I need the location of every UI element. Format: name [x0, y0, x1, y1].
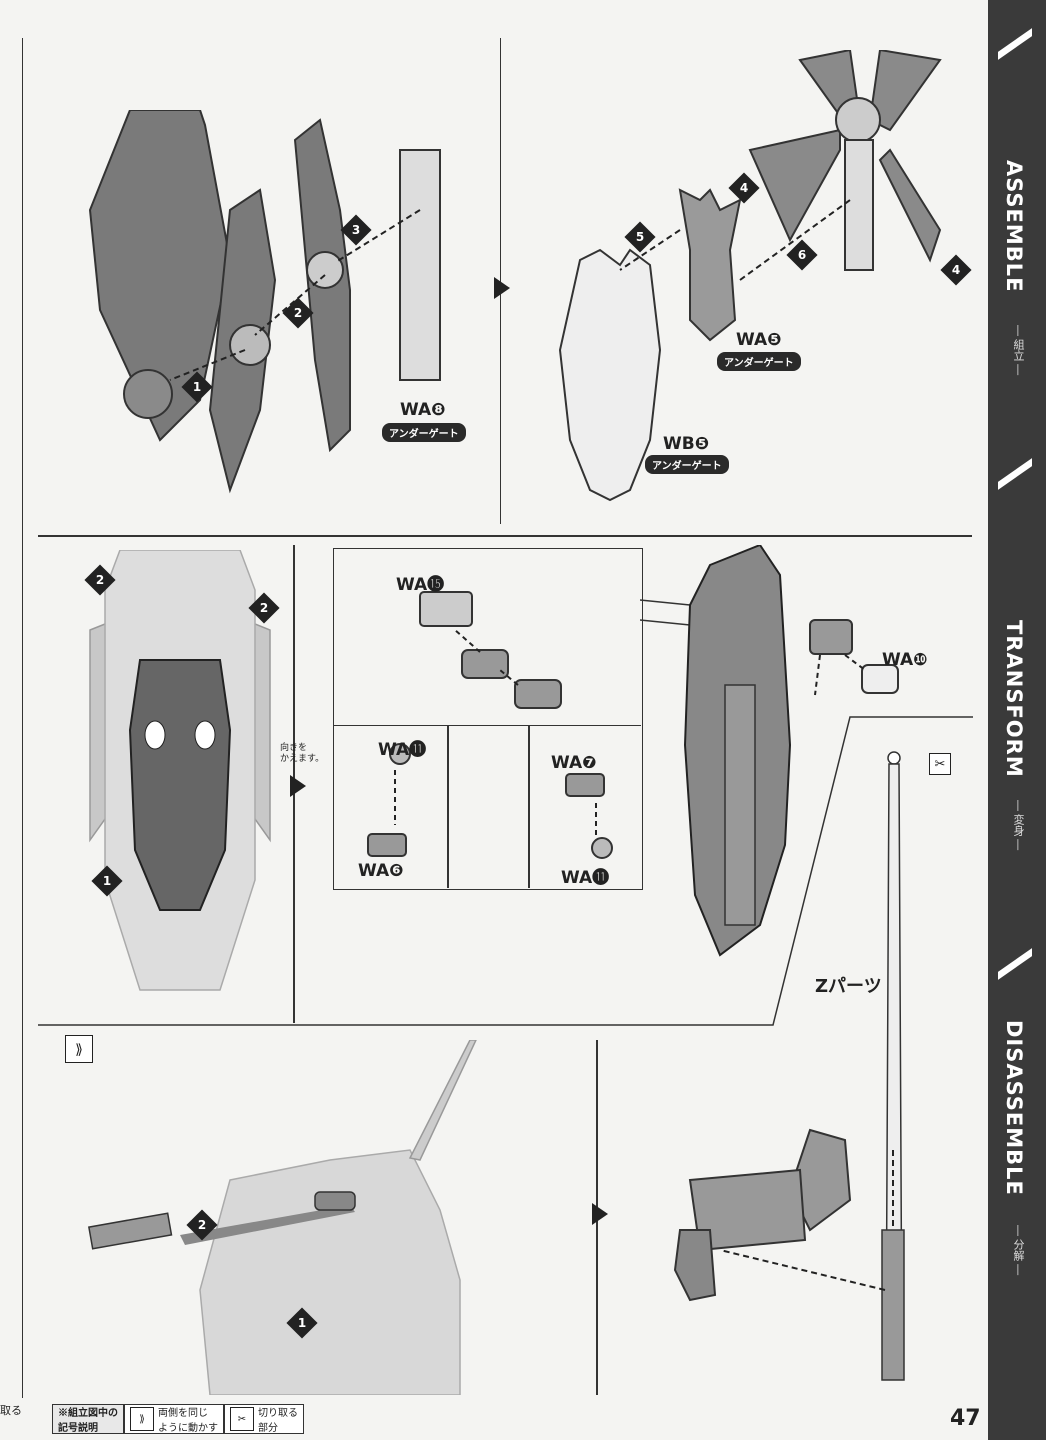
- divider-top: [38, 535, 972, 537]
- frame-bar: [399, 149, 441, 381]
- panel-c-illustration: [89, 550, 271, 991]
- panel-e-illustration: [640, 545, 899, 957]
- move-both-legend-icon: ⟫: [130, 1407, 154, 1431]
- shield-inner-rail: [724, 684, 756, 926]
- center-ring: [306, 251, 344, 289]
- panel-d-box: [333, 548, 643, 890]
- joint-part-upper: [809, 619, 853, 655]
- sidebar-assemble-sub: — 組立 —: [1012, 325, 1024, 376]
- part-label-wa5: WA❺: [736, 330, 782, 350]
- symbol-legend: ※組立図中の 記号説明 ⟫ 両側を同じ ように動かす ✂ 切り取る 部分: [52, 1404, 304, 1434]
- next-arrow-ab: [494, 277, 510, 299]
- arm-part: [688, 1128, 852, 1252]
- part-label-wa10: WA❿: [882, 650, 928, 670]
- part-label-wb5: WB❺: [663, 434, 710, 454]
- motion-arrow-2: [180, 1205, 355, 1245]
- z-parts-rod: [881, 751, 905, 1381]
- part-wa7: [565, 773, 605, 797]
- z-parts-label: Zパーツ: [815, 976, 882, 997]
- shield-part: [88, 110, 232, 442]
- panel-d-mid-divider: [447, 725, 449, 888]
- part-label-wa7: WA❼: [551, 753, 597, 773]
- panel-g-illustration: [673, 1128, 886, 1302]
- sidebar-stripe-3: [998, 948, 1032, 980]
- next-arrow-cd: [290, 775, 306, 797]
- part-wa-center: [461, 649, 509, 679]
- part-label-wa11-b: WA⓫: [561, 868, 610, 888]
- sidebar-disassemble-title: DISASSEMBLE: [1002, 1020, 1026, 1196]
- step-2-marker-c1: 2: [84, 564, 116, 596]
- step-1-marker-f: 1: [286, 1307, 318, 1339]
- sidebar-stripe-2: [998, 458, 1032, 490]
- part-wa15: [419, 591, 473, 627]
- step-3-marker: 3: [340, 214, 372, 246]
- legend-cut: ✂ 切り取る 部分: [224, 1404, 304, 1434]
- shell-part-wb5: [558, 248, 662, 502]
- left-cut-label: 取る: [0, 1405, 22, 1417]
- grip-part: [314, 1191, 356, 1211]
- move-both-icon: ⟫: [65, 1035, 93, 1063]
- part-wa-right: [514, 679, 562, 709]
- z-parts-block: [881, 1229, 905, 1381]
- part-label-wa11-a: WA⓫: [378, 740, 427, 760]
- part-wa11-bottom: [591, 837, 613, 859]
- v-fin: [408, 1040, 477, 1161]
- step-6-marker: 6: [786, 239, 818, 271]
- step-4-marker-a: 4: [728, 172, 760, 204]
- robot-ghost: [199, 1149, 461, 1395]
- step-1-marker: 1: [181, 371, 213, 403]
- sidebar-transform-sub: — 変身 —: [1012, 800, 1024, 851]
- panel-d-illustration: [367, 591, 613, 859]
- slanted-separator: [38, 716, 973, 1026]
- step-2-marker: 2: [282, 297, 314, 329]
- detached-bar: [88, 1212, 173, 1250]
- hand-part: [673, 1229, 717, 1302]
- part-wa6: [367, 833, 407, 857]
- step-5-marker: 5: [624, 221, 656, 253]
- sidebar-disassemble-sub: — 分解 —: [1012, 1225, 1024, 1276]
- z-parts-tip: [887, 751, 901, 765]
- part-label-wa8: WA❽: [400, 400, 446, 420]
- panel-d-inner: [333, 725, 641, 889]
- turn-note: 向きを かえます。: [280, 742, 325, 763]
- cut-icon-badge: ✂: [929, 753, 951, 775]
- x-blades: [748, 50, 942, 263]
- sidebar-stripe-1: [998, 28, 1032, 60]
- scissors-icon: ✂: [230, 1407, 254, 1431]
- panel-f-illustration: [88, 1040, 477, 1395]
- left-margin-border: [0, 38, 23, 1398]
- legend-title: ※組立図中の 記号説明: [52, 1404, 124, 1434]
- slide-bar: [844, 139, 874, 271]
- legend-move-both: ⟫ 両側を同じ ように動かす: [124, 1404, 224, 1434]
- round-joint: [123, 369, 173, 419]
- under-gate-badge-wb5: アンダーゲート: [645, 455, 729, 474]
- panel-d-mid-divider-2: [528, 725, 530, 888]
- section-sidebar: ASSEMBLE — 組立 — TRANSFORM — 変身 — DISASSE…: [988, 0, 1046, 1440]
- step-4-marker-b: 4: [940, 254, 972, 286]
- step-2-marker-c2: 2: [248, 592, 280, 624]
- sidebar-assemble-title: ASSEMBLE: [1002, 160, 1026, 293]
- panel-b-illustration: [558, 50, 942, 502]
- under-gate-badge-wa8: アンダーゲート: [382, 423, 466, 442]
- page-number: 47: [950, 1406, 981, 1431]
- sidebar-transform-title: TRANSFORM: [1002, 620, 1026, 778]
- step-2-marker-f: 2: [186, 1209, 218, 1241]
- next-arrow-fg: [592, 1203, 608, 1225]
- under-gate-badge-wa5: アンダーゲート: [717, 352, 801, 371]
- ring-part: [229, 324, 271, 366]
- panel-a-illustration: [88, 110, 441, 494]
- part-wa11-top: [389, 743, 411, 765]
- part-label-wa15: WA⓯: [396, 575, 445, 595]
- hub-joint: [835, 97, 881, 143]
- part-label-wa6: WA❻: [358, 861, 404, 881]
- frame-part-wa5: [678, 188, 742, 342]
- joint-part-wa10: [861, 664, 899, 694]
